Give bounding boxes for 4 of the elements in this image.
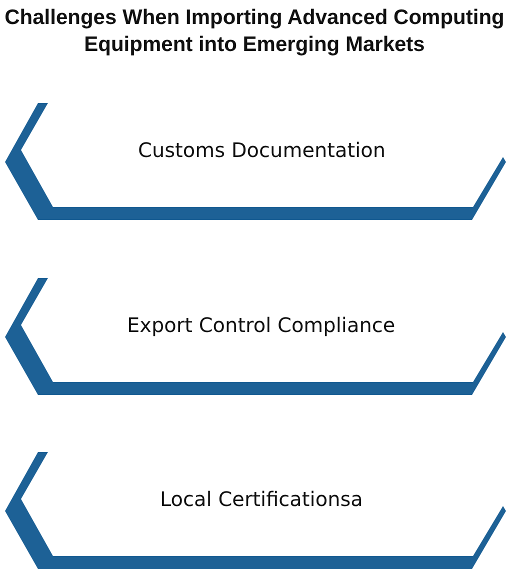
challenge-label: Customs Documentation xyxy=(138,137,386,163)
challenge-label: Local Certificationsa xyxy=(160,486,363,512)
title: Challenges When Importing Advanced Computing Equipment into Emerging Markets xyxy=(4,5,506,58)
challenge-label: Export Control Compliance xyxy=(127,312,396,338)
